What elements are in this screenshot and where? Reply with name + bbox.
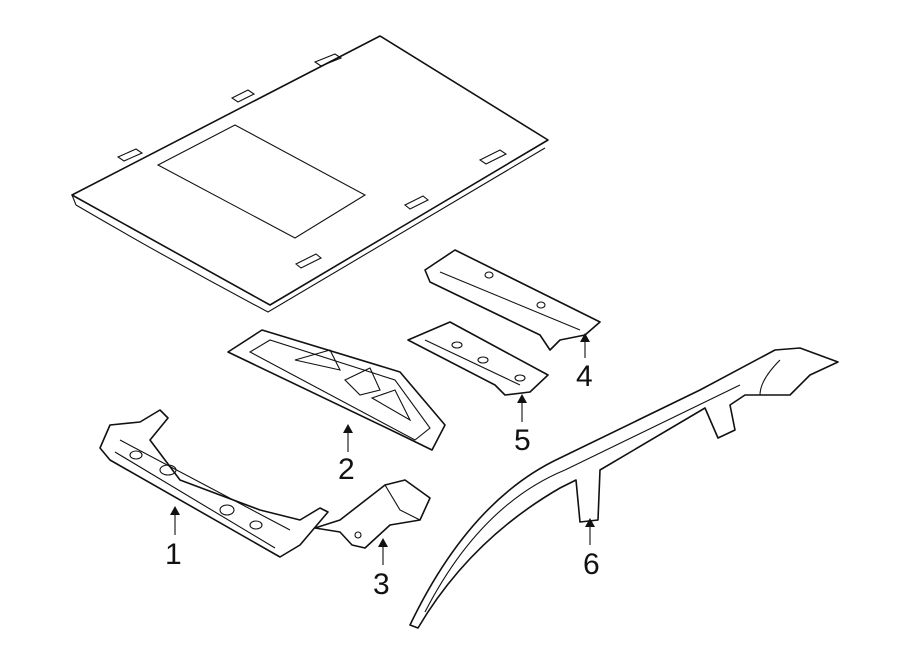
arrow-6: [585, 518, 595, 527]
arrow-3: [378, 538, 388, 547]
roof-panel: [71, 35, 549, 313]
sunroof-opening: [156, 124, 367, 239]
part-3-bracket: [314, 479, 431, 549]
callout-6: 6: [583, 548, 600, 581]
part-4-rear-bow: [424, 249, 601, 351]
part-6-side-rail: [409, 347, 839, 629]
callout-2: 2: [338, 453, 355, 486]
part-2-panel: [227, 329, 446, 451]
part-5-center-bow: [407, 321, 549, 396]
arrow-1: [170, 506, 180, 515]
arrow-2: [343, 424, 353, 433]
callout-1: 1: [165, 538, 182, 571]
arrow-5: [517, 394, 527, 403]
part-1-header: [99, 409, 329, 558]
callout-4: 4: [576, 360, 593, 393]
callout-5: 5: [514, 424, 531, 457]
arrow-4: [580, 333, 590, 342]
callout-3: 3: [373, 568, 390, 601]
